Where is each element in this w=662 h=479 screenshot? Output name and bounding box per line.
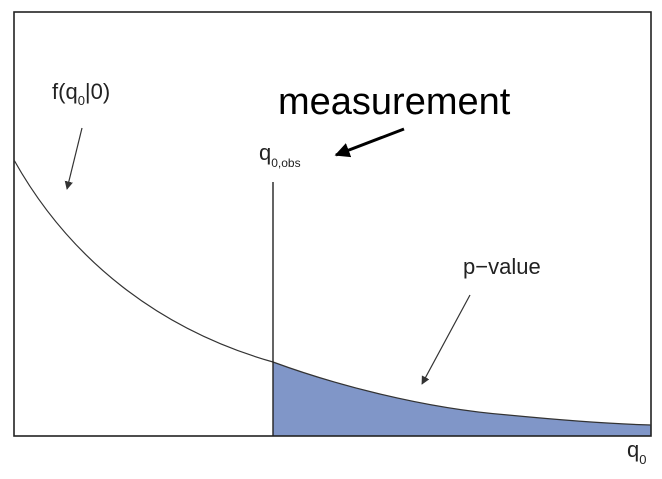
pvalue-label: p−value <box>463 254 541 279</box>
pdf-curve <box>13 159 652 426</box>
measurement-arrow <box>334 127 405 158</box>
x-axis-label: q0 <box>627 437 646 467</box>
pvalue-arrow <box>421 294 471 385</box>
pdf-label-arrow <box>64 127 83 190</box>
plot-frame <box>13 11 652 437</box>
observed-value-label: q0,obs <box>259 140 301 170</box>
pdf-label: f(q0|0) <box>52 79 110 108</box>
measurement-label: measurement <box>278 81 511 123</box>
pvalue-shaded-area <box>273 362 651 436</box>
